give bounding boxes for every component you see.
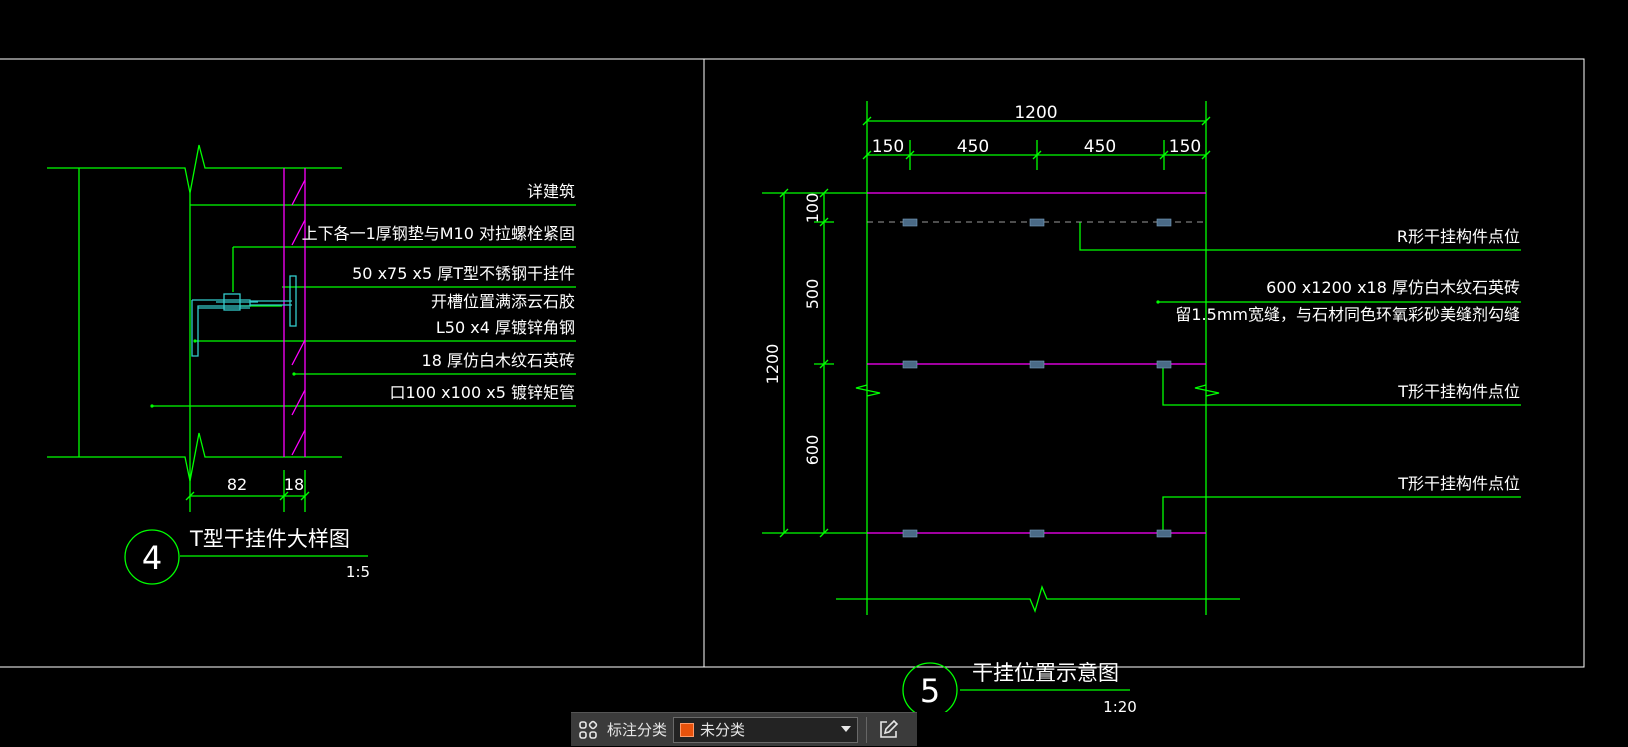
detail-4: 详建筑 上下各一1厚钢垫与M10 对拉螺栓紧固 50 x75 x5 厚T型不锈钢… <box>47 144 576 585</box>
detail5-title: 干挂位置示意图 <box>972 661 1119 685</box>
detail4-dim-18: 18 <box>284 475 304 494</box>
detail5-dim-100: 100 <box>803 193 822 224</box>
detail5-dim-total: 1200 <box>1014 103 1057 123</box>
detail5-note-tile: 600 x1200 x18 厚仿白木纹石英砖 <box>1266 278 1520 297</box>
detail-5: 1200 150 450 450 150 100 500 600 1200 R形… <box>762 101 1521 712</box>
detail4-title: T型干挂件大样图 <box>189 527 350 551</box>
dropdown-caret-icon[interactable] <box>841 725 852 732</box>
detail4-note-4: 开槽位置满添云石胶 <box>431 292 575 311</box>
detail4-note-2: 上下各一1厚钢垫与M10 对拉螺栓紧固 <box>302 224 575 243</box>
detail5-note-joint: 留1.5mm宽缝，与石材同色环氧彩砂美缝剂勾缝 <box>1175 305 1520 324</box>
detail5-note-t-anchor-2: T形干挂构件点位 <box>1397 474 1520 493</box>
detail5-note-r-anchor: R形干挂构件点位 <box>1397 227 1520 246</box>
detail4-dim-82: 82 <box>227 475 247 494</box>
detail4-note-3: 50 x75 x5 厚T型不锈钢干挂件 <box>352 264 575 283</box>
toolbar-divider <box>866 716 868 743</box>
detail5-dim-500: 500 <box>803 279 822 310</box>
detail4-note-5: L50 x4 厚镀锌角钢 <box>436 318 575 337</box>
detail5-dim-150-left: 150 <box>872 137 904 157</box>
detail5-dim-1200: 1200 <box>763 344 782 385</box>
grid-icon[interactable] <box>571 713 605 747</box>
category-color-swatch <box>680 722 695 737</box>
detail5-number: 5 <box>920 672 940 710</box>
edit-icon[interactable] <box>871 713 905 747</box>
annotation-category-label: 标注分类 <box>607 722 668 739</box>
detail5-dim-600: 600 <box>803 435 822 466</box>
detail4-note-1: 详建筑 <box>527 182 575 201</box>
detail4-note-6: 18 厚仿白木纹石英砖 <box>422 351 575 370</box>
detail5-scale: 1:20 <box>1103 698 1137 712</box>
annotation-category-select[interactable]: 未分类 <box>673 716 859 743</box>
detail4-scale: 1:5 <box>346 563 370 581</box>
viewport-frames <box>0 58 1585 668</box>
annotation-category-value: 未分类 <box>700 722 746 739</box>
detail4-note-7: 口100 x100 x5 镀锌矩管 <box>390 383 575 402</box>
detail4-number: 4 <box>142 539 162 577</box>
annotation-toolbar: 标注分类 未分类 <box>571 712 917 746</box>
detail5-dim-450-a: 450 <box>957 137 989 157</box>
detail5-dim-150-right: 150 <box>1169 137 1201 157</box>
cad-drawing[interactable]: 详建筑 上下各一1厚钢垫与M10 对拉螺栓紧固 50 x75 x5 厚T型不锈钢… <box>0 0 1628 712</box>
detail5-note-t-anchor-1: T形干挂构件点位 <box>1397 382 1520 401</box>
detail5-dim-450-b: 450 <box>1084 137 1116 157</box>
